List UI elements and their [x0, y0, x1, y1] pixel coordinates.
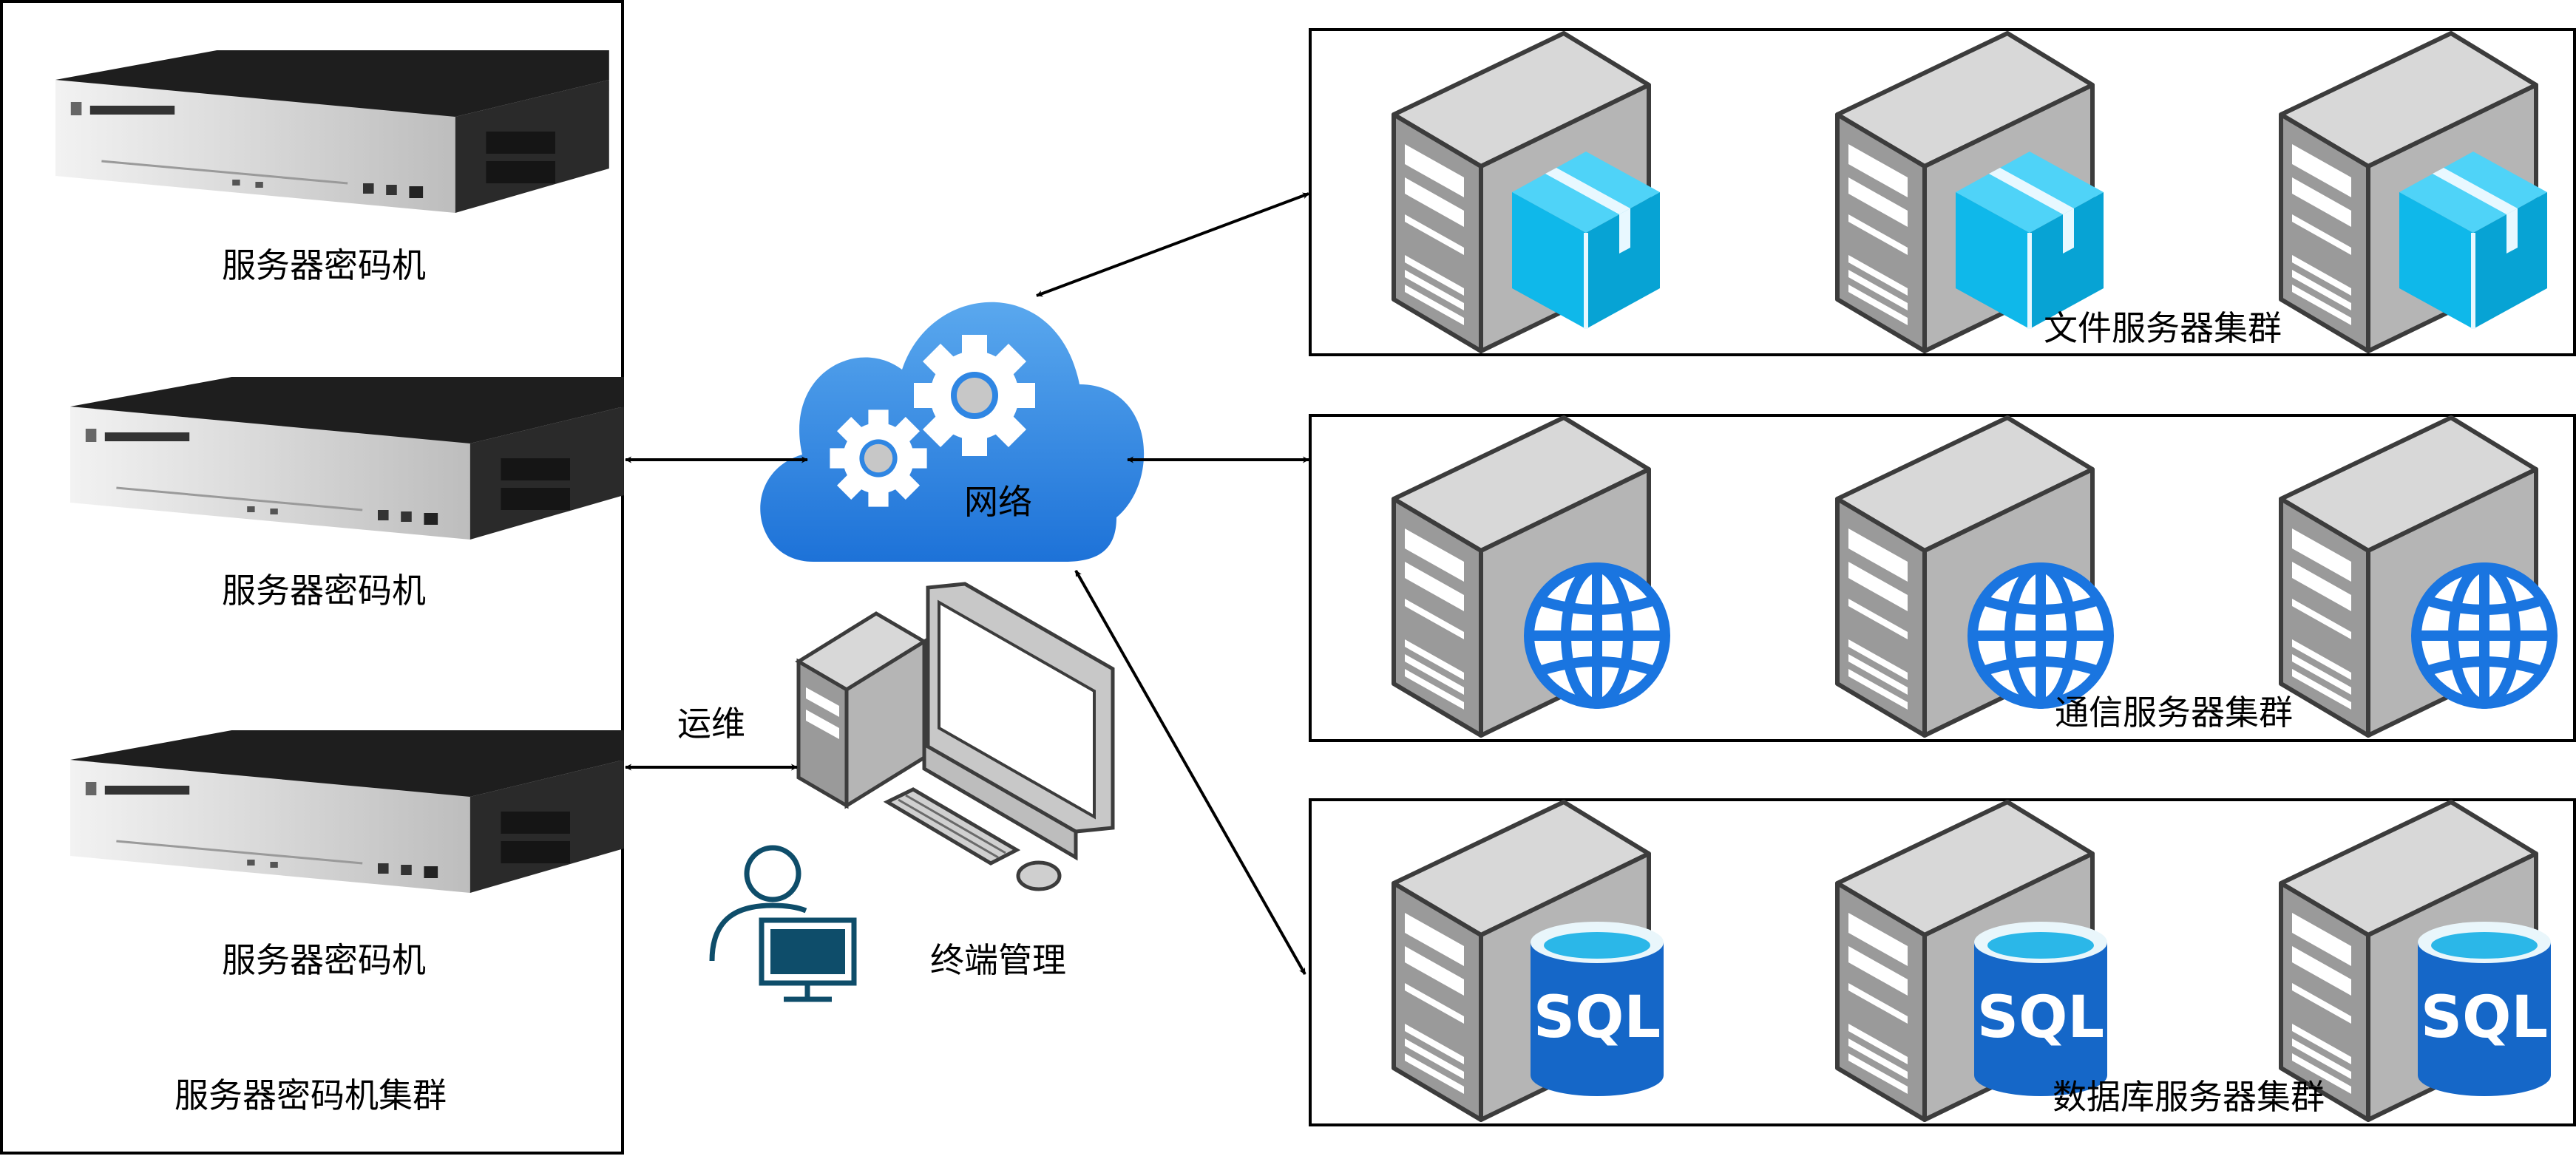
- cluster-label: 数据库服务器集群: [2053, 1077, 2325, 1117]
- device-label: 服务器密码机: [222, 571, 426, 611]
- device-label: 服务器密码机: [222, 940, 426, 980]
- crypto-device-2: 服务器密码机: [69, 375, 626, 611]
- sql-database-icon: SQL: [2418, 922, 2551, 1096]
- globe-icon: [1529, 568, 1665, 704]
- sql-badge: SQL: [1533, 985, 1661, 1051]
- sql-badge: SQL: [2421, 985, 2548, 1051]
- sql-badge: SQL: [1977, 985, 2104, 1051]
- network-cloud: 网络: [760, 302, 1145, 562]
- rack-server-icon: [69, 375, 626, 541]
- database-server-cluster: SQL SQL SQL 数据库服务器集群: [1309, 798, 2576, 1126]
- cluster-label: 文件服务器集群: [2044, 308, 2282, 348]
- gear-icon: [830, 409, 927, 507]
- sql-database-icon: SQL: [1531, 922, 1664, 1096]
- file-server-cluster: 文件服务器集群: [1309, 28, 2576, 356]
- globe-icon: [1973, 568, 2109, 704]
- rack-server-icon: [69, 729, 626, 894]
- communication-server-cluster: 通信服务器集群: [1309, 414, 2576, 742]
- link-network-file: [1036, 192, 1309, 297]
- terminal-label: 终端管理: [930, 940, 1066, 980]
- gear-icon: [914, 335, 1035, 456]
- desktop-computer-icon: [795, 582, 1115, 891]
- terminal-management: 终端管理 运维: [677, 582, 1115, 1002]
- crypto-device-1: 服务器密码机: [54, 49, 611, 285]
- cluster-label: 通信服务器集群: [2055, 693, 2293, 732]
- sql-database-icon: SQL: [1974, 922, 2107, 1096]
- user-with-monitor-icon: [709, 845, 857, 1002]
- crypto-cluster-panel: 服务器密码机 服务器密码机 服务器密码机 服务器密码机集群: [0, 0, 626, 1155]
- rack-server-icon: [54, 49, 611, 214]
- connectors: [625, 192, 1309, 975]
- crypto-device-3: 服务器密码机: [69, 729, 626, 980]
- link-network-database: [1074, 570, 1306, 975]
- globe-icon: [2416, 568, 2552, 704]
- maintenance-label: 运维: [677, 704, 745, 744]
- cluster-label: 服务器密码机集群: [174, 1075, 447, 1115]
- network-label: 网络: [964, 482, 1032, 522]
- device-label: 服务器密码机: [222, 245, 426, 285]
